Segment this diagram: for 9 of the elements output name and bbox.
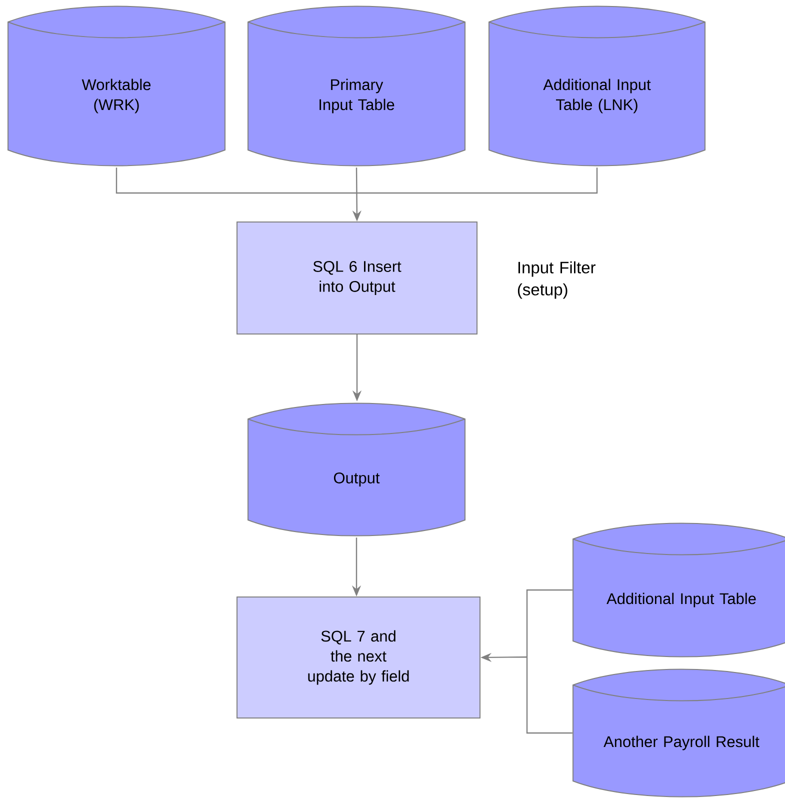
database-cylinder: Primary Input Table bbox=[248, 6, 466, 166]
database-cylinder: Additional Input Table bbox=[572, 522, 785, 658]
database-cylinder: Another Payroll Result bbox=[572, 668, 785, 798]
side-note: Input Filter (setup) bbox=[518, 261, 596, 299]
database-cylinder: Worktable (WRK) bbox=[8, 6, 226, 166]
database-cylinder: Additional Input Table (LNK) bbox=[488, 6, 706, 166]
database-cylinder: Output bbox=[248, 402, 466, 536]
process-box: SQL 7 and the next update by field bbox=[236, 596, 480, 718]
process-box: SQL 6 Insert into Output bbox=[236, 222, 478, 334]
